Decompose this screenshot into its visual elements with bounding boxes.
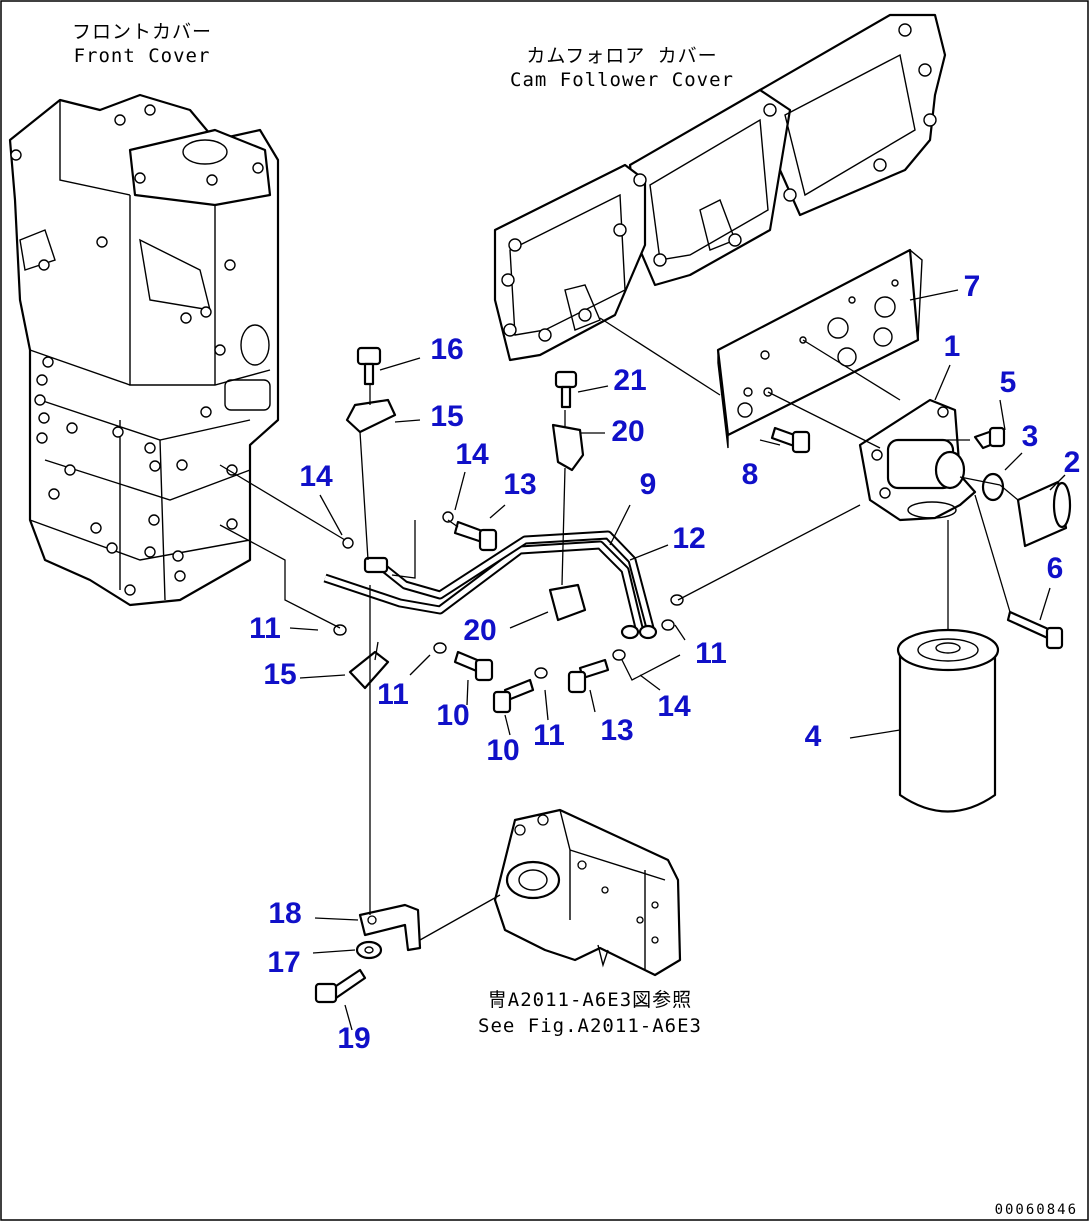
plug-part-2 <box>1016 480 1072 548</box>
callout-21: 21 <box>613 364 646 397</box>
callout-13-lower: 13 <box>600 714 633 747</box>
bolt-part-13-upper <box>453 520 498 552</box>
callout-7: 7 <box>964 270 981 303</box>
callout-9: 9 <box>640 468 657 501</box>
pipe-part-12 <box>377 530 655 630</box>
eye-joint-icon <box>638 624 658 640</box>
bolt-part-5 <box>973 426 1006 450</box>
front-cover-bolt-holes <box>10 104 264 596</box>
callout-5: 5 <box>1000 366 1017 399</box>
see-fig-label-jp: 冑A2011-A6E3図参照 <box>488 989 692 1011</box>
filter-head-part-1 <box>858 398 977 522</box>
drawing-number: 00060846 <box>995 1202 1078 1218</box>
callout-6: 6 <box>1047 552 1064 585</box>
callout-8: 8 <box>742 458 759 491</box>
callout-numbers: 7 1 5 3 2 6 4 16 15 21 20 14 14 13 9 12 … <box>249 270 1080 1055</box>
washers-part-14 <box>342 511 626 661</box>
clamp-part-15-upper <box>345 398 397 434</box>
o-ring-part-3 <box>981 472 1005 502</box>
callout-18: 18 <box>268 897 301 930</box>
callout-16: 16 <box>430 333 463 366</box>
callout-14-lower: 14 <box>657 690 691 723</box>
clamp-part-20-upper <box>551 423 585 472</box>
referenced-assembly-part <box>493 808 682 977</box>
bolt-part-10-a <box>453 650 494 682</box>
assembly-lines <box>219 317 1019 941</box>
bolt-part-10-b <box>492 678 535 714</box>
callout-3: 3 <box>1022 420 1039 453</box>
front-cover-label-en: Front Cover <box>74 45 211 67</box>
callout-11-center: 11 <box>377 678 409 711</box>
callout-20-upper: 20 <box>611 415 644 448</box>
eye-joint-icon <box>620 624 640 640</box>
callout-leaders <box>289 289 1066 1031</box>
callout-2: 2 <box>1064 446 1081 479</box>
bolt-part-6 <box>1006 610 1064 650</box>
bolt-part-21 <box>554 370 578 409</box>
pipe-fitting-icon <box>363 556 389 574</box>
see-fig-label-en: See Fig.A2011-A6E3 <box>478 1015 702 1037</box>
callout-14-middle: 14 <box>455 438 489 471</box>
callout-11-lower: 11 <box>533 719 565 752</box>
bracket-part-18 <box>358 903 422 952</box>
callout-1: 1 <box>944 330 961 363</box>
clamp-part-15-lower <box>348 650 390 690</box>
callout-14-left: 14 <box>299 460 333 493</box>
callout-20-lower: 20 <box>463 614 496 647</box>
filter-cartridge-part-4 <box>896 628 1000 813</box>
cam-cover-bolt-holes <box>501 23 937 342</box>
callout-11-right: 11 <box>695 637 727 670</box>
cam-cover-label-en: Cam Follower Cover <box>510 69 734 91</box>
cam-follower-cover-part <box>493 13 947 362</box>
callout-12: 12 <box>672 522 705 555</box>
washers-part-11 <box>333 594 684 679</box>
callout-17: 17 <box>267 946 300 979</box>
callout-11-left: 11 <box>249 612 281 645</box>
bolt-part-16 <box>356 346 382 386</box>
front-cover-part <box>8 93 280 607</box>
clamp-part-20-lower <box>548 583 587 622</box>
callout-15-upper: 15 <box>430 400 463 433</box>
bolt-part-19 <box>314 968 367 1004</box>
callout-4: 4 <box>805 720 822 753</box>
pipe-part-9 <box>323 540 645 634</box>
callout-19: 19 <box>337 1022 370 1055</box>
front-cover-label-jp: フロントカバー <box>72 21 212 43</box>
washer-part-17 <box>355 940 383 960</box>
bolt-part-8 <box>770 426 811 454</box>
callout-10-a: 10 <box>436 699 469 732</box>
callout-15-lower: 15 <box>263 658 296 691</box>
callout-10-b: 10 <box>486 734 519 767</box>
bolt-part-13-lower <box>567 658 610 694</box>
callout-13-upper: 13 <box>503 468 536 501</box>
cam-cover-label-jp: カムフォロア カバー <box>526 45 717 67</box>
